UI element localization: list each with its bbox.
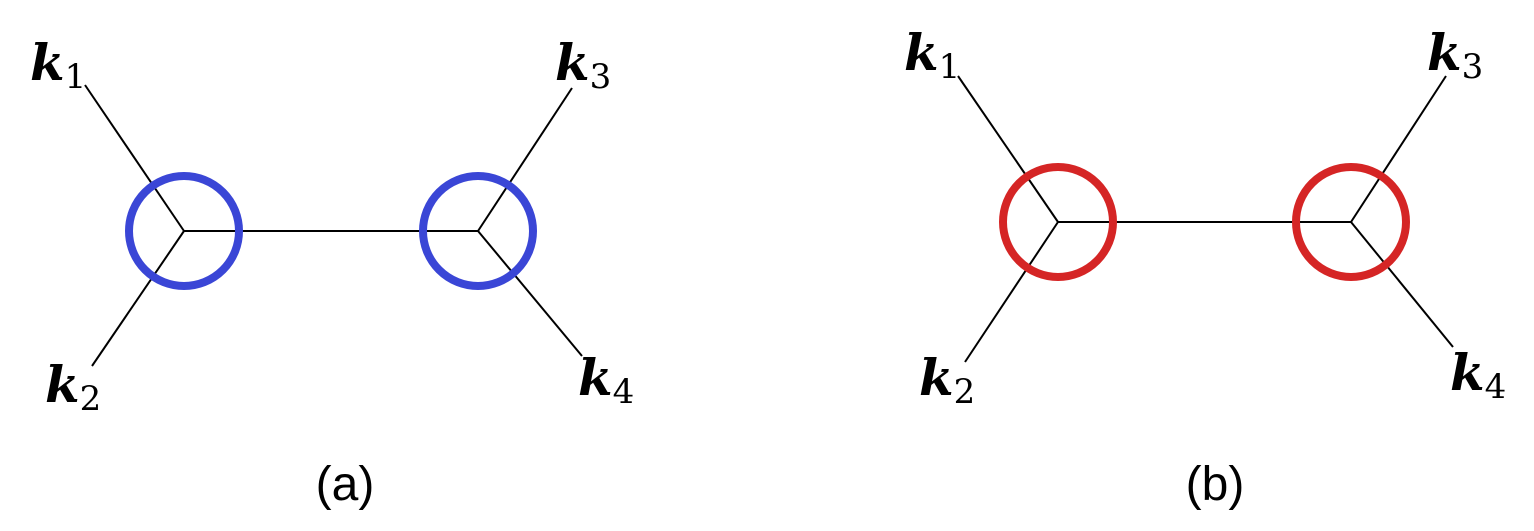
diagram-panel-a: k1 k2 k3 k4 (a) xyxy=(30,33,634,511)
vertex-circle-left xyxy=(125,172,243,290)
external-line-k4 xyxy=(1350,221,1454,348)
external-line-k3 xyxy=(477,87,573,232)
momentum-label-k3: k3 xyxy=(555,33,611,97)
external-line-k4 xyxy=(477,230,583,357)
external-line-k3 xyxy=(1350,75,1447,223)
external-line-k1 xyxy=(957,75,1059,223)
momentum-label-k4: k4 xyxy=(1450,343,1506,407)
external-line-k1 xyxy=(84,84,185,232)
external-line-k2 xyxy=(964,221,1059,363)
vertex-circle-right xyxy=(419,172,537,290)
momentum-label-k2: k2 xyxy=(45,355,101,419)
feynman-diagram-b: k1 k2 k3 k4 (b) xyxy=(904,23,1506,511)
external-line-k2 xyxy=(91,230,185,367)
momentum-label-k2: k2 xyxy=(919,348,975,412)
diagram-panel-b: k1 k2 k3 k4 (b) xyxy=(767,0,1534,531)
feynman-diagram-a: k1 k2 k3 k4 (a) xyxy=(30,33,634,511)
vertex-circle-right xyxy=(1292,163,1410,281)
vertex-circle-left xyxy=(999,163,1117,281)
panel-caption: (a) xyxy=(316,458,375,511)
momentum-label-k3: k3 xyxy=(1427,23,1483,87)
momentum-label-k1: k1 xyxy=(30,33,86,97)
panel-caption: (b) xyxy=(1186,458,1245,511)
momentum-label-k1: k1 xyxy=(904,23,960,87)
momentum-label-k4: k4 xyxy=(578,348,634,412)
